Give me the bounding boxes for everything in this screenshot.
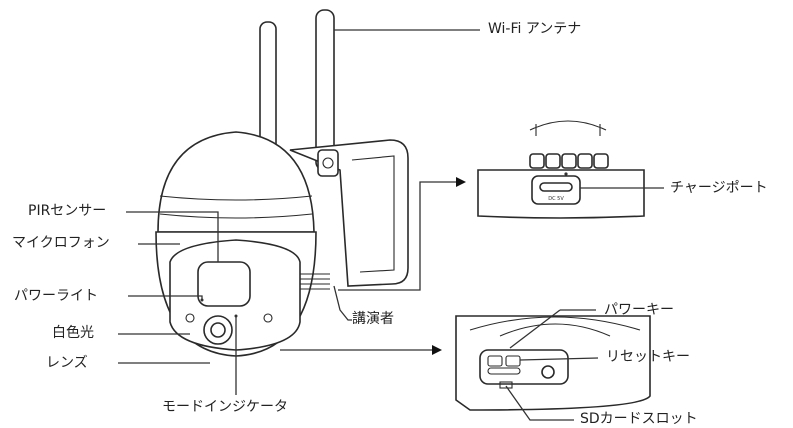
lens-inner: [210, 322, 226, 338]
leaders: [118, 29, 480, 395]
white-light-left: [185, 313, 195, 323]
mount-bracket: [289, 139, 409, 287]
camera-body: [155, 231, 330, 357]
label-wifi-antenna: Wi-Fi アンテナ: [488, 21, 582, 37]
label-mode-indicator: モードインジケータ: [162, 399, 288, 415]
dc-5v-text: DC 5V: [548, 196, 564, 202]
label-reset-key: リセットキー: [606, 349, 690, 365]
charge-port-detail: DC 5V: [477, 120, 664, 219]
label-pir-sensor: PIRセンサー: [28, 203, 107, 219]
label-microphone: マイクロフォン: [12, 235, 110, 251]
camera-dome: [157, 131, 315, 233]
pir-sensor-window: [197, 261, 251, 307]
label-white-light: 白色光: [52, 325, 94, 341]
label-power-key: パワーキー: [604, 302, 674, 318]
label-lens: レンズ: [46, 355, 88, 371]
label-sd-slot: SDカードスロット: [580, 411, 698, 427]
label-power-light: パワーライト: [14, 288, 98, 304]
white-light-right: [263, 313, 273, 323]
label-speaker: 講演者: [352, 311, 394, 327]
label-charge-port: チャージポート: [670, 180, 768, 196]
speaker-grille: [300, 273, 330, 290]
bottom-view-detail: [455, 309, 651, 421]
